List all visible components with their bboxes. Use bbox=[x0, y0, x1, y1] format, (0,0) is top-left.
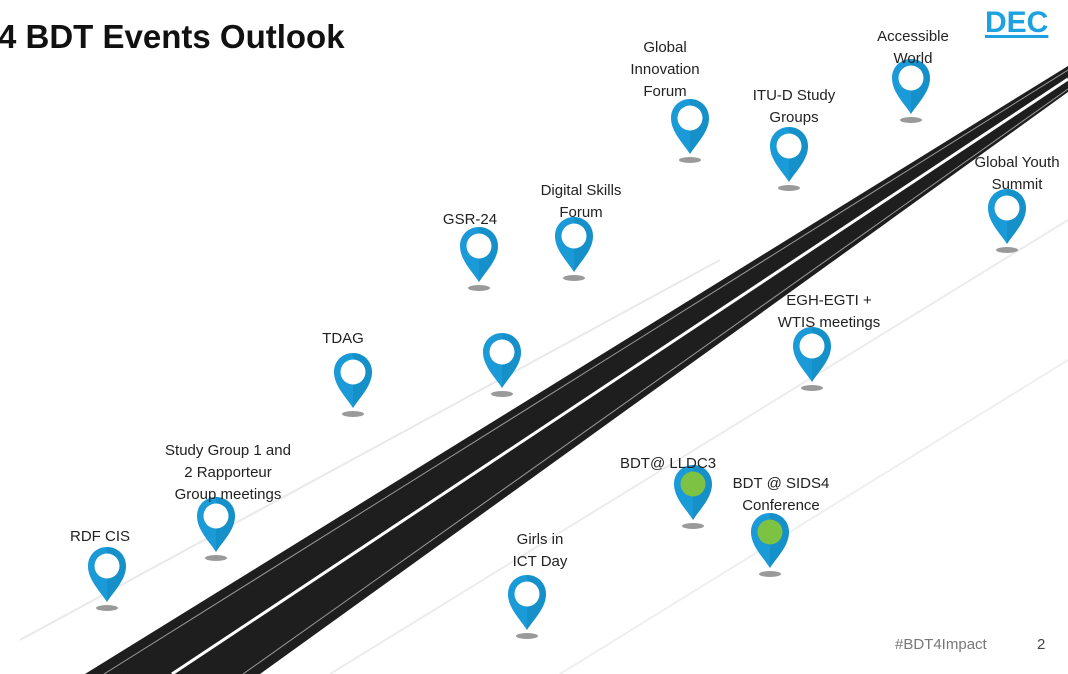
event-label-line: Study Group 1 and bbox=[165, 442, 291, 459]
event-label-egh-egti: EGH-EGTI + WTIS meetings bbox=[778, 290, 881, 334]
event-label-line: Innovation bbox=[630, 61, 700, 78]
event-label-line: Girls in bbox=[516, 531, 564, 548]
event-label-line: Groups bbox=[769, 109, 819, 126]
map-pin-icon bbox=[555, 217, 593, 281]
event-label-line: World bbox=[893, 50, 933, 67]
map-pin-icon bbox=[671, 99, 709, 163]
event-label-line: GSR-24 bbox=[442, 211, 498, 228]
event-label-line: Global bbox=[643, 39, 687, 56]
map-pin-icon bbox=[988, 189, 1026, 253]
event-label-line: Global Youth bbox=[974, 154, 1060, 171]
map-pin-icon bbox=[334, 353, 372, 417]
event-label-rdf-cis: RDF CIS bbox=[70, 526, 130, 548]
event-label-line: Digital Skills bbox=[540, 182, 622, 199]
slide-title: 4 BDT Events Outlook bbox=[0, 18, 345, 55]
event-label-tdag: TDAG bbox=[322, 328, 364, 350]
page-number: 2 bbox=[1037, 636, 1046, 653]
map-pin-icon bbox=[770, 127, 808, 191]
event-label-line: Forum bbox=[559, 204, 603, 221]
month-link[interactable]: DEC bbox=[985, 6, 1049, 39]
event-label-line: WTIS meetings bbox=[777, 314, 881, 331]
event-label-girls-ict: Girls in ICT Day bbox=[513, 529, 568, 573]
hashtag-footer: #BDT4Impact bbox=[895, 636, 987, 653]
event-label-bdt-lldc3: BDT@ LLDC3 bbox=[620, 453, 716, 475]
event-label-line: ICT Day bbox=[512, 553, 568, 570]
map-pin-icon bbox=[892, 59, 930, 123]
event-label-line: EGH-EGTI + bbox=[786, 292, 872, 309]
map-pin-icon bbox=[793, 327, 831, 391]
event-label-line: Group meetings bbox=[174, 486, 282, 503]
event-label-line: Forum bbox=[643, 83, 687, 100]
map-pin-icon bbox=[674, 465, 712, 529]
event-label-line: TDAG bbox=[322, 330, 364, 347]
event-label-line: Summit bbox=[991, 176, 1043, 193]
map-pin-icon bbox=[751, 513, 789, 577]
map-pin-icon bbox=[197, 497, 235, 561]
event-label-line: Accessible bbox=[877, 28, 949, 45]
event-label-line: Conference bbox=[742, 497, 820, 514]
event-label-line: 2 Rapporteur bbox=[184, 464, 272, 481]
map-pin-icon bbox=[508, 575, 546, 639]
event-label-line: RDF CIS bbox=[70, 528, 130, 545]
event-label-line: ITU-D Study bbox=[752, 87, 836, 104]
map-pin-icon bbox=[88, 547, 126, 611]
event-label-gsr-24: GSR-24 bbox=[443, 209, 497, 231]
map-pin-icon bbox=[483, 333, 521, 397]
map-pin-icon bbox=[460, 227, 498, 291]
event-label-line: BDT@ LLDC3 bbox=[619, 455, 717, 472]
event-label-line: BDT @ SIDS4 bbox=[732, 475, 830, 492]
